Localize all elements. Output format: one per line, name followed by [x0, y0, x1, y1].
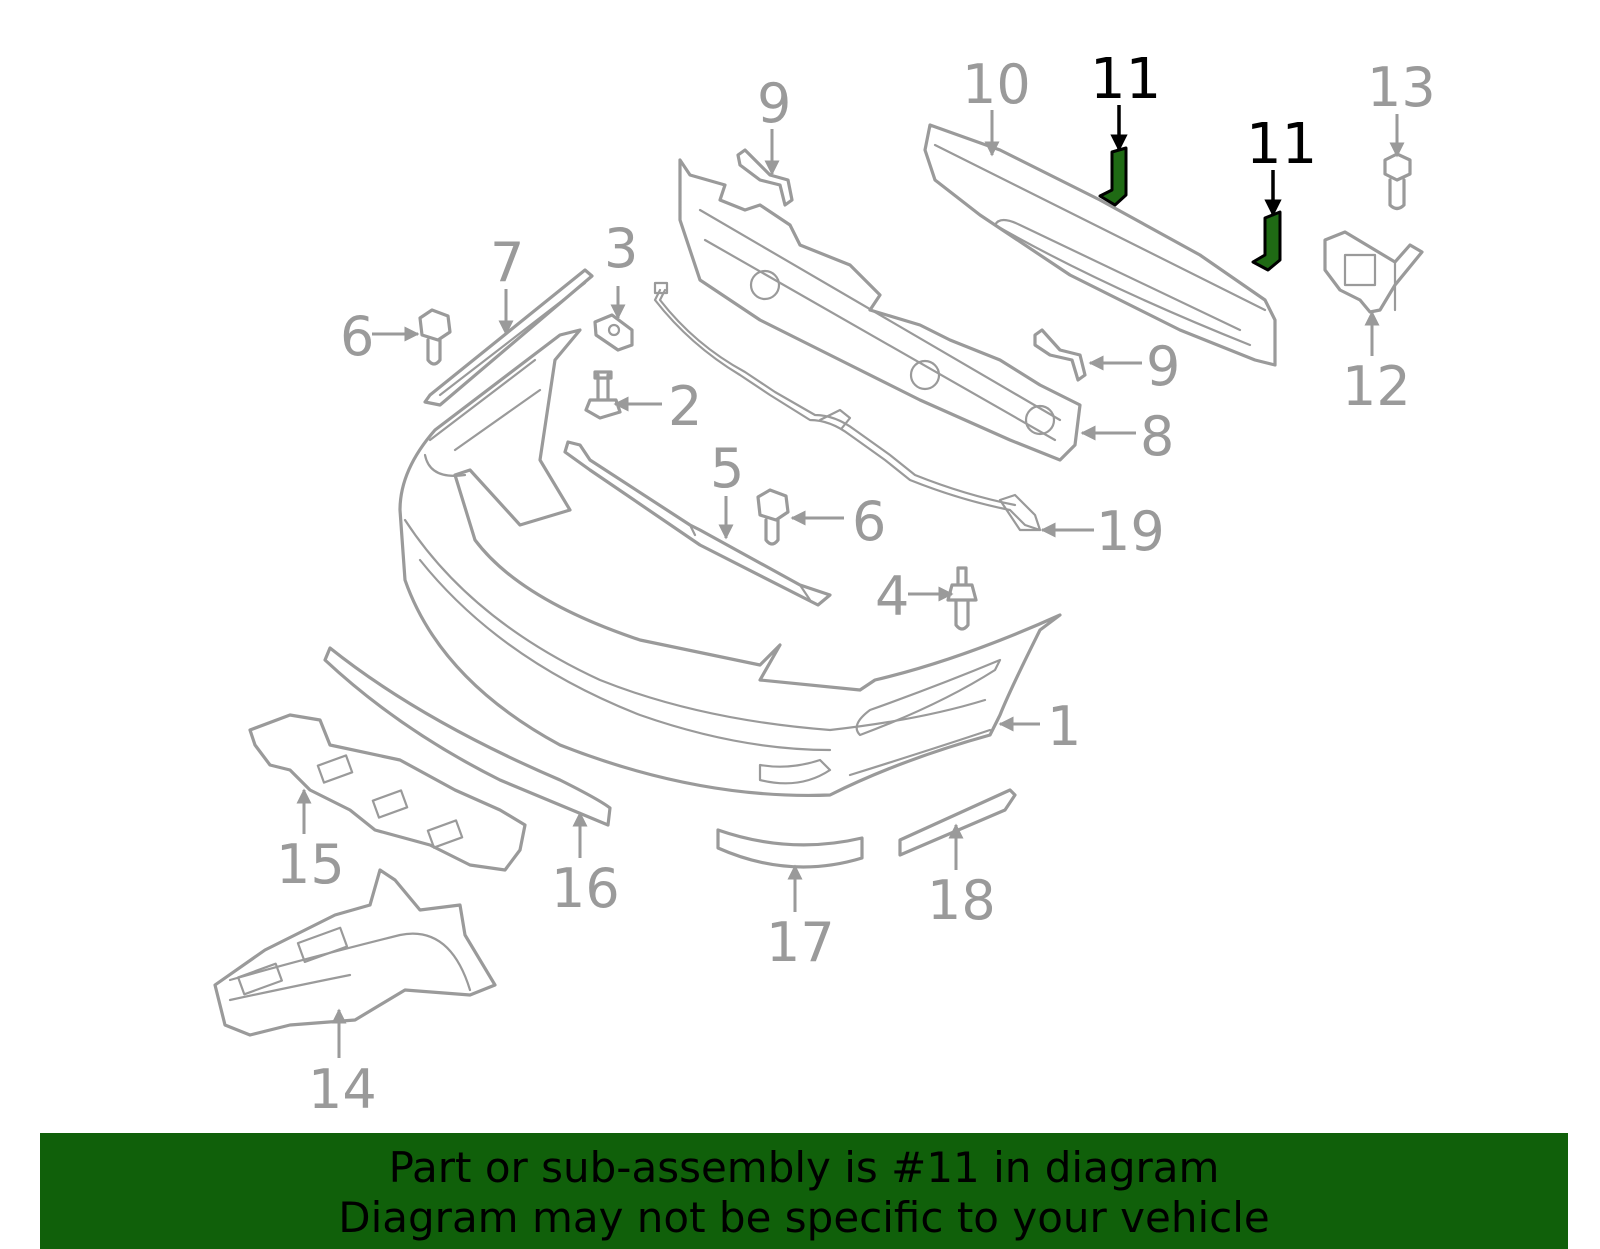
label-part-11-left: 11 [1090, 47, 1161, 112]
label-part-19: 19 [1096, 500, 1165, 563]
label-part-15: 15 [276, 833, 345, 896]
label-part-5: 5 [710, 437, 744, 500]
molding-16 [323, 646, 612, 827]
strip-17 [716, 828, 864, 869]
label-part-11-right: 11 [1246, 112, 1317, 177]
label-part-17: 17 [766, 911, 835, 974]
label-part-10: 10 [962, 53, 1031, 116]
energy-absorber-8 [678, 158, 1082, 462]
label-part-13: 13 [1367, 56, 1436, 119]
clip-9-right [1033, 328, 1087, 382]
banner-line-disclaimer: Diagram may not be specific to your vehi… [338, 1193, 1270, 1242]
push-pin-4 [946, 566, 978, 631]
label-part-9-right: 9 [1146, 335, 1180, 398]
mount-bracket-12 [1323, 230, 1424, 314]
label-part-1: 1 [1047, 695, 1081, 758]
label-part-9-top: 9 [757, 72, 791, 135]
bolt-2 [584, 370, 622, 420]
splash-shield-15 [248, 713, 527, 872]
clip-3 [593, 313, 634, 352]
reinforcement-beam-10 [923, 123, 1277, 367]
label-part-4: 4 [875, 565, 909, 628]
label-part-16: 16 [551, 857, 620, 920]
bolt-13 [1383, 152, 1412, 211]
label-part-3: 3 [604, 217, 638, 280]
label-part-2: 2 [668, 375, 702, 438]
bolt-6-right [756, 488, 790, 546]
bumper-cover [398, 328, 1062, 797]
callout-labels: 1 2 3 4 5 6 6 7 8 9 9 10 11 11 12 13 14 … [276, 47, 1436, 1121]
label-part-6-right: 6 [852, 490, 886, 553]
leader-lines [296, 105, 1405, 1058]
label-part-18: 18 [927, 869, 996, 932]
label-part-8: 8 [1140, 405, 1174, 468]
label-part-12: 12 [1342, 355, 1411, 418]
strip-7 [423, 268, 594, 407]
bracket-11-right [1251, 210, 1282, 272]
strip-18 [898, 788, 1017, 857]
label-part-7: 7 [490, 231, 524, 294]
bolt-6-left [418, 308, 452, 366]
bracket-strip-5 [563, 440, 832, 607]
undercover-14 [213, 868, 497, 1037]
info-banner: Part or sub-assembly is #11 in diagram D… [40, 1133, 1568, 1249]
wiring-harness-19 [653, 281, 1042, 532]
banner-line-part: Part or sub-assembly is #11 in diagram [388, 1143, 1220, 1192]
clip-9-top [736, 148, 794, 207]
label-part-14: 14 [308, 1058, 377, 1121]
bracket-11-left [1098, 146, 1128, 207]
label-part-6-left: 6 [340, 305, 374, 368]
